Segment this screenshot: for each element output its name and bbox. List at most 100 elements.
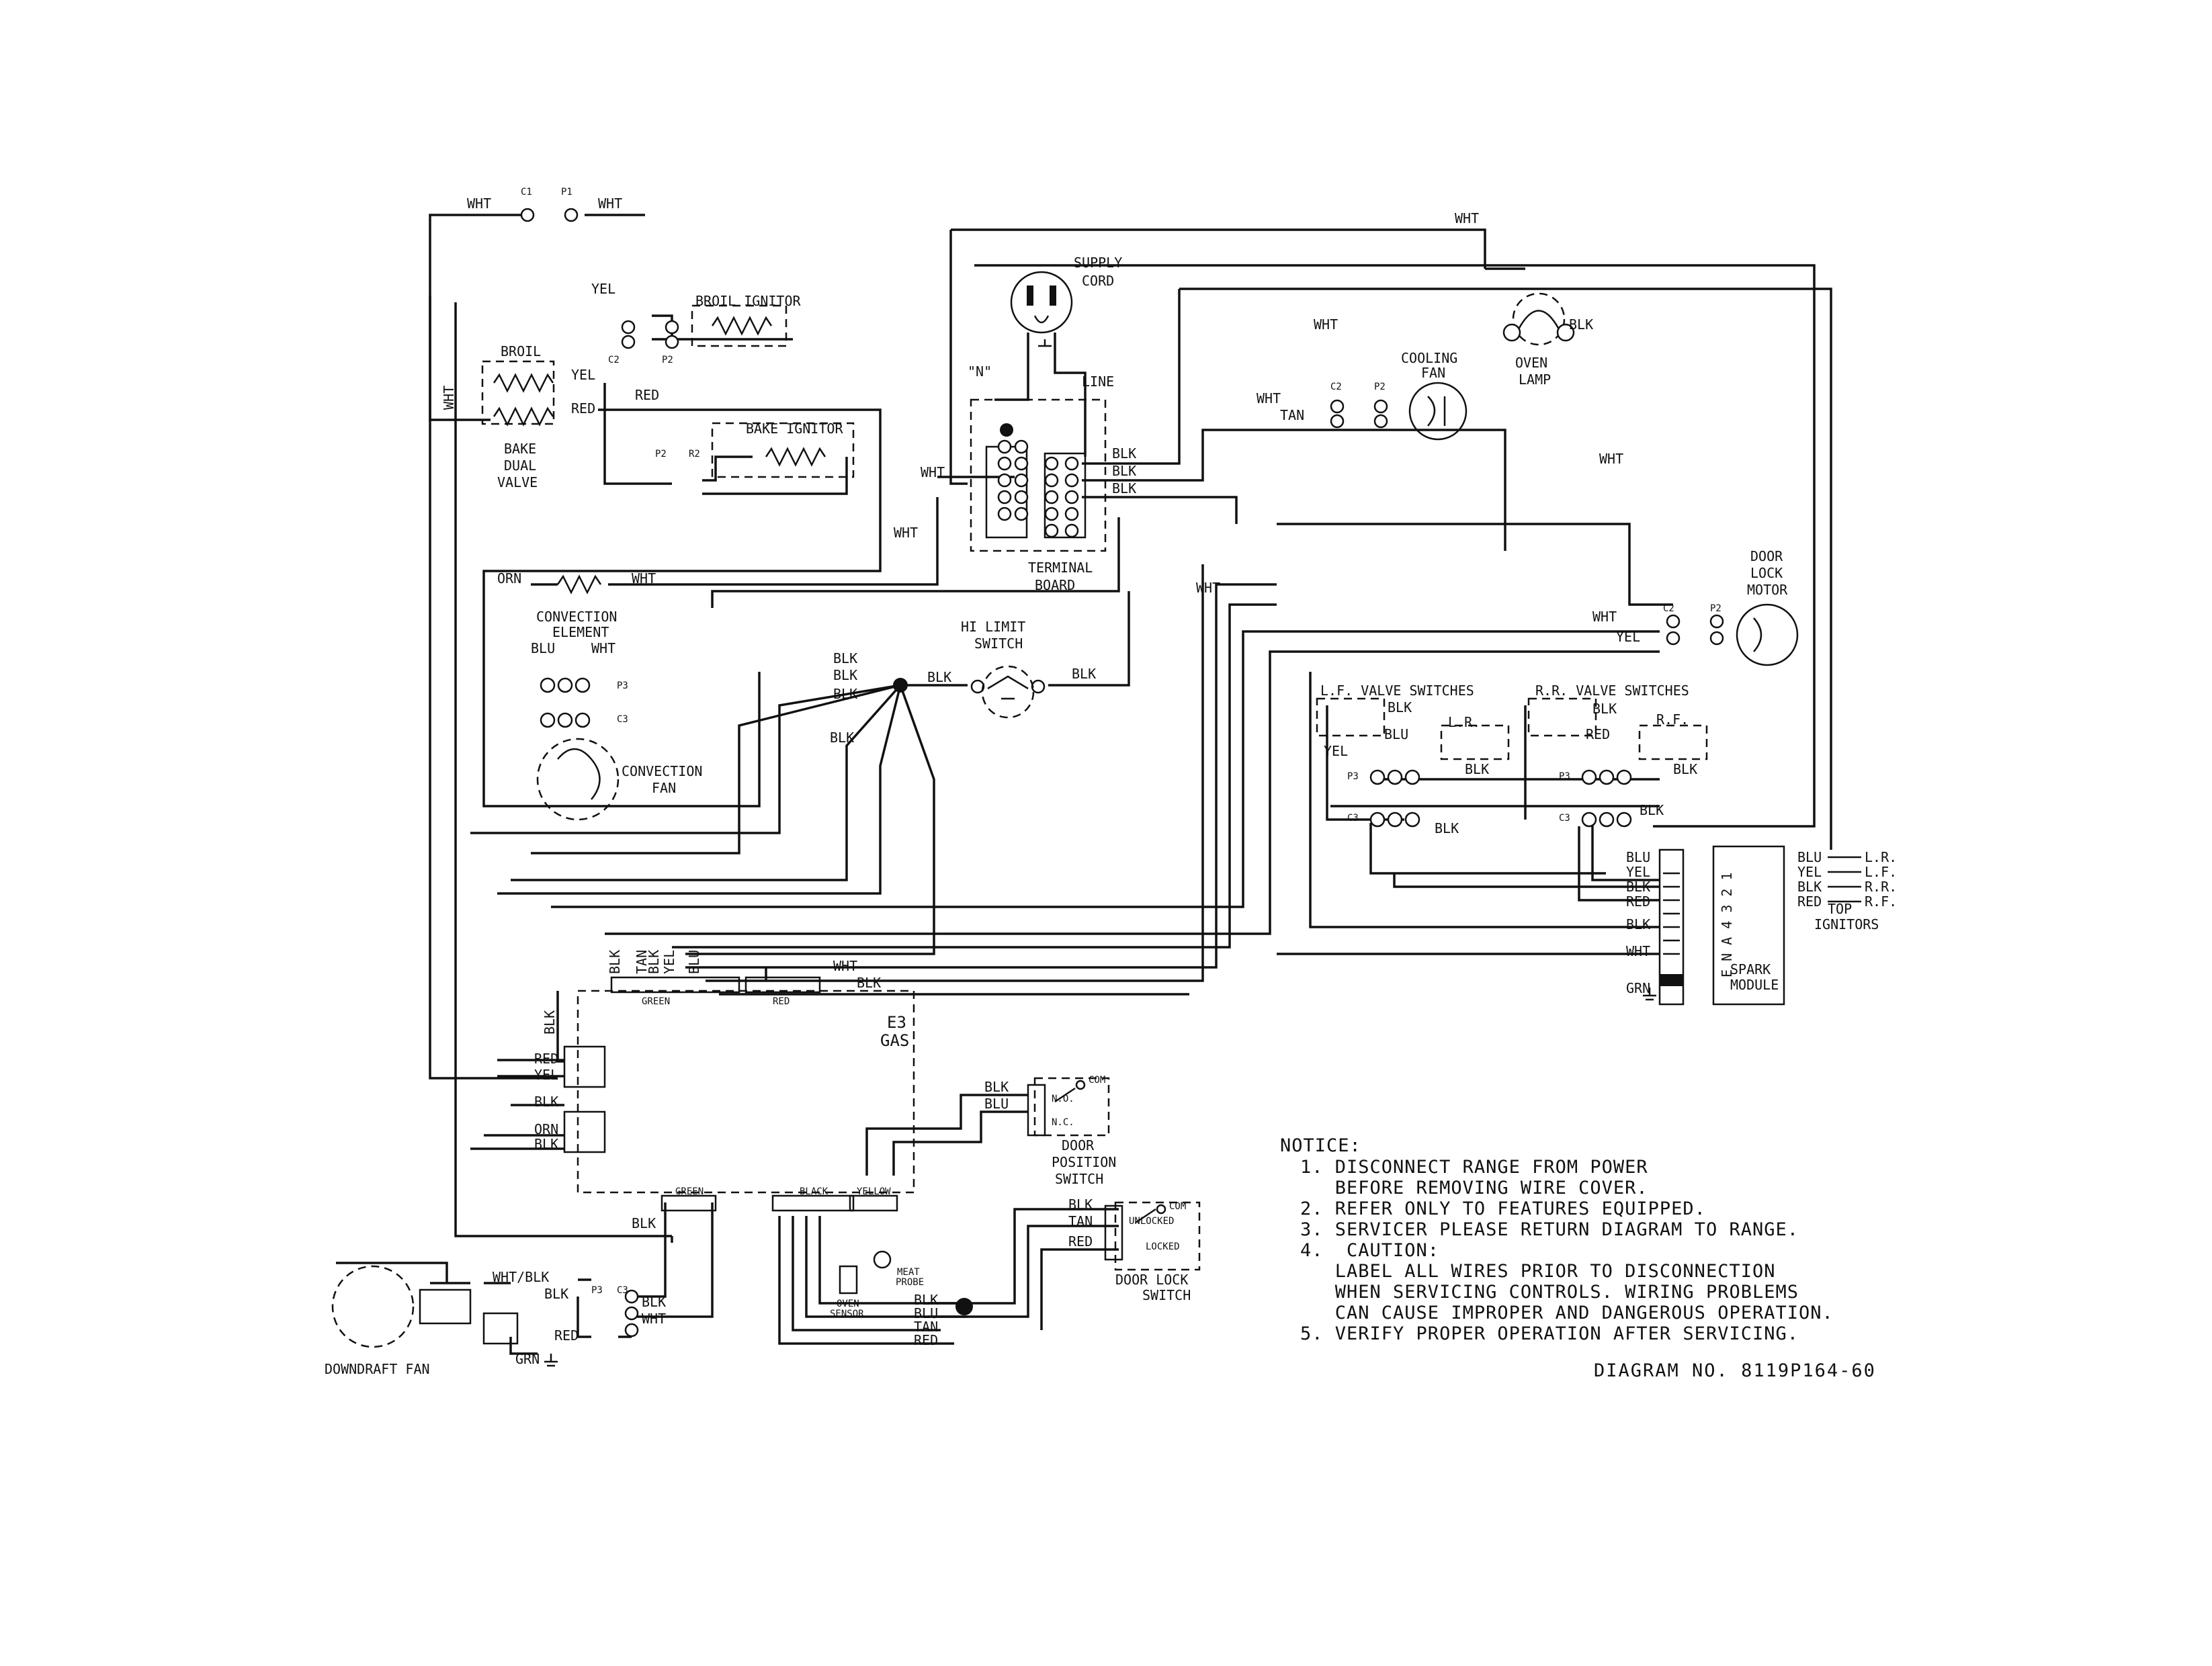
terminal-board-label: TERMINAL [1028,560,1093,576]
wire-label: BLK [534,1136,558,1152]
wire-label: BLK [914,1292,938,1308]
wire-label: RED [914,1332,938,1348]
wire-label: WHT [1196,580,1220,596]
wire-label: WHT [1599,451,1623,467]
bake-ignitor-label: BAKE IGNITOR [746,421,843,437]
convection-element-label: ELEMENT [552,624,609,640]
wire-label: TAN [634,950,650,974]
connector-pin [1581,812,1597,828]
connector-pin [557,677,573,693]
connector-pin [1064,473,1079,488]
connector-label: C3 [617,1285,628,1296]
wire-label: YEL [534,1067,558,1083]
connector-label: C2 [1330,382,1342,392]
connector-pin [1666,631,1681,646]
lr-label: L.R. [1448,714,1480,730]
com-label: COM [1089,1075,1105,1086]
connector-pin [1616,769,1632,785]
wire-label: BLK [1112,445,1136,462]
door-lock-switch-label: DOOR LOCK [1115,1272,1188,1288]
notice-item: BEFORE REMOVING WIRE COVER. [1300,1178,1648,1198]
connector-label: BLACK [800,1186,828,1197]
connector-label: P2 [1710,603,1721,614]
connector-label: P3 [591,1285,603,1296]
wire-label: TAN [1068,1213,1093,1229]
connector-pin [1064,523,1079,538]
terminal-board-icon [985,423,1087,539]
connector-pin [665,335,679,349]
connector-pin [665,320,679,335]
wire-label: BLU [531,640,555,656]
supply-cord-label: SUPPLY [1074,255,1122,271]
supply-cord-label: CORD [1082,273,1114,289]
connector-pin [1044,523,1059,538]
connector-pin [1581,769,1597,785]
connector-pin [1599,769,1615,785]
wire-label: BLK [607,950,623,974]
wire-label: BLK [833,650,857,666]
wire-label: YEL [1626,864,1650,880]
convection-fan-icon [557,748,601,800]
no-label: N.O. [1052,1094,1074,1104]
locked-label: LOCKED [1146,1241,1180,1252]
door-lock-motor-label: DOOR [1750,548,1783,564]
notice-item: 4. CAUTION: [1300,1240,1440,1261]
connector-pin [1044,456,1059,471]
oven-sensor-label: OVEN [837,1299,859,1309]
wire-label: BLK [1626,916,1650,932]
connector-pin [1373,414,1388,429]
wire-label: WHT [1626,943,1650,959]
connector-label: C3 [1347,813,1359,824]
notice-item: 3. SERVICER PLEASE RETURN DIAGRAM TO RAN… [1300,1219,1799,1240]
wire-label: BLK [1068,1196,1093,1213]
nc-label: N.C. [1052,1117,1074,1128]
broil-ignitor-label: BROIL IGNITOR [695,293,801,309]
wire-label: BLU [1626,849,1650,865]
wire-label: ORN [534,1121,558,1137]
wire-label: TAN [914,1319,938,1335]
door-lock-motor-label: LOCK [1750,565,1783,581]
connector-pin [1064,507,1079,521]
ignitor-position-label: R.R. [1865,879,1897,895]
door-position-switch-label: POSITION [1052,1154,1116,1170]
meat-probe-icon [873,1250,892,1269]
connector-label: P3 [617,681,628,691]
connector-pin [1064,456,1079,471]
connector-label: R2 [689,449,700,459]
hi-limit-switch-label: SWITCH [974,635,1023,652]
connector-pin [1014,490,1029,505]
ignitor-wire-label: BLU [1797,849,1822,865]
broil-label: BROIL [501,343,541,359]
wire-label: BLK [1072,666,1096,682]
connector-pin [1666,614,1681,629]
ignitor-wire-label: BLK [1797,879,1822,895]
wire-label: RED [1586,726,1610,742]
connector-pin [624,1306,639,1321]
connector-pin [997,439,1012,454]
wire-label: BLK [632,1215,656,1231]
connector-pin [1330,399,1345,414]
connector-pin [557,712,573,728]
connector-label: YELLOW [857,1186,891,1197]
oven-lamp-label: OVEN [1515,355,1547,371]
rf-label: R.F. [1656,711,1689,728]
connector-label: RED [773,996,790,1007]
connector-pin [575,712,591,728]
spark-module-icon [1658,845,1785,1006]
wire-label: YEL [1324,743,1348,759]
component-symbols [419,271,1799,1367]
connector-pin [621,320,636,335]
connector-pin [1369,769,1386,785]
terminal-board-label: BOARD [1035,577,1075,593]
connector-pin [1404,812,1420,828]
connector-label: P2 [655,449,667,459]
connector-pin [624,1289,639,1304]
notice-item: 1. DISCONNECT RANGE FROM POWER [1300,1157,1648,1178]
hi-limit-switch-icon [893,665,1046,719]
com-label: COM [1169,1201,1186,1212]
notice-title: NOTICE: [1280,1135,1361,1156]
wire-label: BLK [927,669,951,685]
ignitor-position-label: L.F. [1865,864,1897,880]
downdraft-fan-label: DOWNDRAFT FAN [325,1361,430,1377]
cooling-fan-label: FAN [1421,365,1445,381]
